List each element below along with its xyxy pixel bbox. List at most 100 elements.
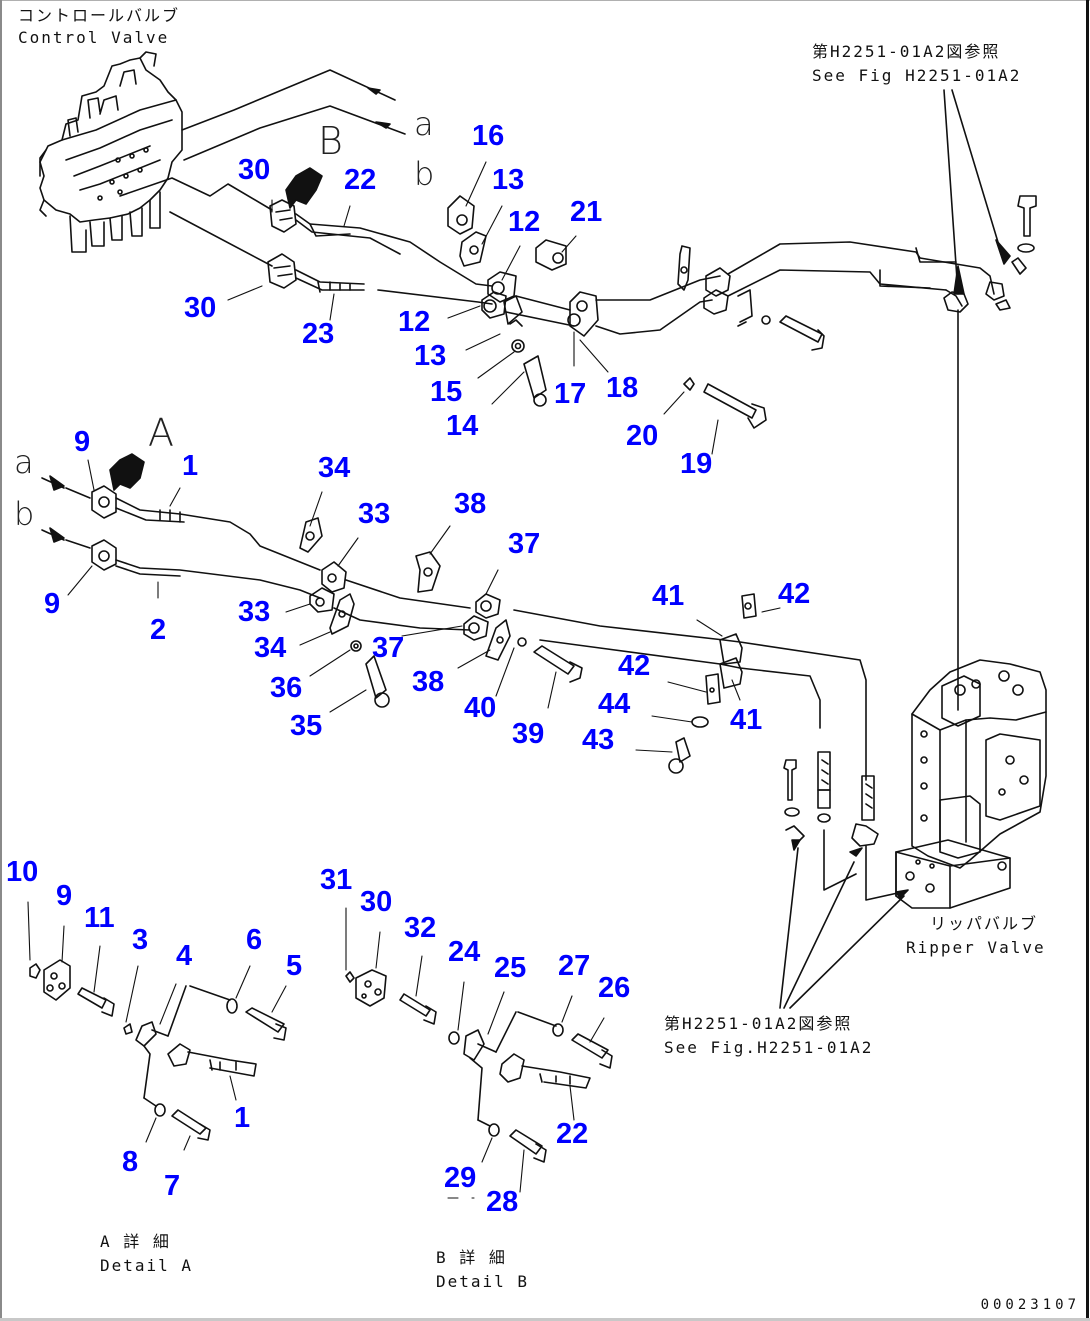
lines-to-ripper-valve — [513, 593, 867, 781]
part-label[interactable]: 29 — [444, 1162, 477, 1194]
middle-hose-assembly — [41, 475, 321, 599]
line-marker-a-top: a — [414, 105, 434, 143]
control-valve-illustration — [39, 51, 183, 253]
part-label[interactable]: 39 — [512, 718, 545, 750]
part-label[interactable]: 13 — [414, 340, 447, 372]
middle-clamp-cluster-37-38 — [415, 551, 583, 683]
part-label[interactable]: 20 — [626, 420, 659, 452]
part-label[interactable]: 22 — [556, 1118, 589, 1150]
view-marker-b: B — [318, 119, 343, 163]
part-label[interactable]: 17 — [554, 378, 587, 410]
part-label[interactable]: 30 — [360, 886, 393, 918]
part-label[interactable]: 1 — [182, 450, 199, 482]
part-label[interactable]: 40 — [464, 692, 497, 724]
part-label[interactable]: 31 — [320, 864, 353, 896]
detail-a-title-en: Detail A — [100, 1256, 194, 1275]
part-label[interactable]: 37 — [372, 632, 405, 664]
part-label[interactable]: 6 — [246, 924, 263, 956]
part-label[interactable]: 44 — [598, 688, 631, 720]
line-marker-b-mid: b — [14, 495, 35, 533]
ripper-valve-label-en: Ripper Valve — [906, 938, 1046, 957]
frame-border-left — [0, 0, 2, 1321]
part-label[interactable]: 42 — [778, 578, 811, 610]
part-label[interactable]: 26 — [598, 972, 631, 1004]
frame-border-right — [1086, 0, 1089, 1321]
part-label[interactable]: 15 — [430, 376, 463, 408]
view-marker-a: A — [148, 411, 174, 455]
part-label[interactable]: 16 — [472, 120, 505, 152]
see-fig-top-jp: 第H2251-01A2図参照 — [812, 42, 1001, 61]
part-label[interactable]: 9 — [56, 880, 73, 912]
leader-lines — [27, 161, 781, 1199]
control-valve-label-jp: コントロールバルブ — [18, 6, 181, 25]
detail-b-title-en: Detail B — [436, 1272, 530, 1291]
part-label[interactable]: 1 — [234, 1102, 251, 1134]
part-label[interactable]: 25 — [494, 952, 527, 984]
detail-a-title-jp: A 詳 細 — [100, 1232, 171, 1251]
document-number: 00023107 — [980, 1297, 1080, 1313]
bolt-19-and-washer-20 — [683, 377, 767, 429]
part-label[interactable]: 38 — [412, 666, 445, 698]
part-label[interactable]: 43 — [582, 724, 615, 756]
part-label[interactable]: 32 — [404, 912, 437, 944]
detail-b-title-jp: B 詳 細 — [436, 1248, 507, 1267]
part-label[interactable]: 22 — [344, 164, 377, 196]
upper-right-hoses — [677, 195, 1037, 351]
part-label[interactable]: 10 — [6, 856, 39, 888]
ripper-valve-label-jp: リッパバルブ — [930, 914, 1039, 933]
view-arrow-b — [285, 167, 323, 209]
part-label[interactable]: 19 — [680, 448, 713, 480]
part-label[interactable]: 34 — [254, 632, 287, 664]
part-label[interactable]: 23 — [302, 318, 335, 350]
part-label[interactable]: 9 — [74, 426, 91, 458]
part-label[interactable]: 41 — [730, 704, 763, 736]
part-label[interactable]: 14 — [446, 410, 479, 442]
part-label[interactable]: 8 — [122, 1146, 139, 1178]
part-label[interactable]: 7 — [164, 1170, 181, 1202]
ripper-valve-illustration — [783, 659, 1047, 909]
see-fig-top-en: See Fig H2251-01A2 — [812, 66, 1022, 85]
part-label[interactable]: 4 — [176, 940, 193, 972]
part-label[interactable]: 33 — [358, 498, 391, 530]
part-label[interactable]: 12 — [398, 306, 431, 338]
part-label[interactable]: 11 — [84, 902, 115, 934]
part-label[interactable]: 37 — [508, 528, 541, 560]
part-label[interactable]: 38 — [454, 488, 487, 520]
detail-a-illustration — [29, 959, 287, 1141]
part-label[interactable]: 18 — [606, 372, 639, 404]
part-label[interactable]: 42 — [618, 650, 651, 682]
part-label[interactable]: 13 — [492, 164, 525, 196]
see-fig-bottom-jp: 第H2251-01A2図参照 — [664, 1014, 853, 1033]
part-label[interactable]: 30 — [184, 292, 217, 324]
part-label[interactable]: 36 — [270, 672, 303, 704]
control-valve-label-en: Control Valve — [18, 28, 170, 47]
upper-hose-assembly — [267, 199, 493, 305]
middle-clamp-cluster-33-34 — [299, 517, 471, 708]
part-label[interactable]: 2 — [150, 614, 167, 646]
part-label[interactable]: 9 — [44, 588, 61, 620]
part-label[interactable]: 41 — [652, 580, 685, 612]
frame-border-bottom — [0, 1318, 1090, 1321]
part-label[interactable]: 5 — [286, 950, 303, 982]
see-fig-bottom-en: See Fig.H2251-01A2 — [664, 1038, 874, 1057]
part-label[interactable]: 28 — [486, 1186, 519, 1218]
detail-b-illustration — [345, 969, 613, 1163]
line-marker-a-mid: a — [14, 443, 34, 481]
part-label[interactable]: 33 — [238, 596, 271, 628]
part-label[interactable]: 27 — [558, 950, 591, 982]
line-marker-b-top: b — [414, 155, 435, 193]
part-label[interactable]: 24 — [448, 936, 481, 968]
frame-border-top — [0, 0, 1090, 1]
view-arrow-a — [109, 453, 145, 491]
part-label[interactable]: 3 — [132, 924, 149, 956]
see-fig-top-arrows — [943, 89, 1011, 711]
view-arrows — [109, 167, 323, 491]
part-label[interactable]: 34 — [318, 452, 351, 484]
pilot-lines-to-ab — [119, 69, 406, 267]
part-label[interactable]: 35 — [290, 710, 323, 742]
part-label[interactable]: 21 — [570, 196, 603, 228]
part-label[interactable]: 12 — [508, 206, 541, 238]
part-label[interactable]: 30 — [238, 154, 271, 186]
